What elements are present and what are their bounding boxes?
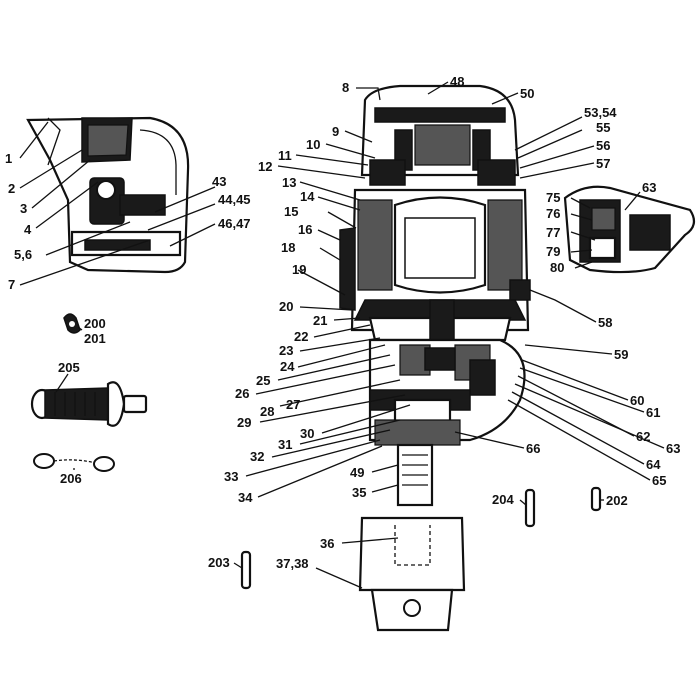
side-handle-205 xyxy=(30,381,148,427)
callout-201: 201 xyxy=(84,331,106,346)
callout-49: 49 xyxy=(350,465,364,480)
callout-29: 29 xyxy=(237,415,251,430)
screw-200-201 xyxy=(63,313,81,334)
pin-204 xyxy=(524,488,536,528)
callout-64: 64 xyxy=(646,457,661,472)
callout-80: 80 xyxy=(550,260,564,275)
callout-7: 7 xyxy=(8,277,15,292)
callout-35: 35 xyxy=(352,485,366,500)
callout-11: 11 xyxy=(278,148,292,163)
leader-lines xyxy=(19,81,665,589)
callout-20: 20 xyxy=(279,299,293,314)
callout-2: 2 xyxy=(8,181,15,196)
callout-22: 22 xyxy=(294,329,308,344)
callout-13: 13 xyxy=(282,175,296,190)
main-assembly xyxy=(339,84,531,632)
callout-34: 34 xyxy=(238,490,253,505)
callout-65: 65 xyxy=(652,473,666,488)
callout-1: 1 xyxy=(5,151,12,166)
callout-205: 205 xyxy=(58,360,80,375)
callout-33: 33 xyxy=(224,469,238,484)
pin-202 xyxy=(590,486,602,512)
callout-48: 48 xyxy=(450,74,464,89)
callout-18: 18 xyxy=(281,240,295,255)
callout-61: 61 xyxy=(646,405,660,420)
callout-206: 206 xyxy=(60,471,82,486)
callout-21: 21 xyxy=(313,313,327,328)
callout-53-54: 53,54 xyxy=(584,105,617,120)
callout-3: 3 xyxy=(20,201,27,216)
callout-24: 24 xyxy=(280,359,295,374)
callout-31: 31 xyxy=(278,437,292,452)
callout-16: 16 xyxy=(298,222,312,237)
callout-77: 77 xyxy=(546,225,560,240)
chain-206 xyxy=(33,453,115,472)
callout-36: 36 xyxy=(320,536,334,551)
callout-labels: 1 2 3 4 5,6 7 43 44,45 46,47 200 201 205… xyxy=(5,74,680,571)
callout-44-45: 44,45 xyxy=(218,192,251,207)
callout-76: 76 xyxy=(546,206,560,221)
callout-25: 25 xyxy=(256,373,270,388)
callout-26: 26 xyxy=(235,386,249,401)
pin-203 xyxy=(240,550,252,590)
callout-200: 200 xyxy=(84,316,106,331)
callout-56: 56 xyxy=(596,138,610,153)
callout-32: 32 xyxy=(250,449,264,464)
callout-46-47: 46,47 xyxy=(218,216,251,231)
callout-4: 4 xyxy=(24,222,32,237)
callout-19: 19 xyxy=(292,262,306,277)
callout-57: 57 xyxy=(596,156,610,171)
callout-27: 27 xyxy=(286,397,300,412)
callout-50: 50 xyxy=(520,86,534,101)
callout-75: 75 xyxy=(546,190,560,205)
callout-10: 10 xyxy=(306,137,320,152)
callout-63: 63 xyxy=(666,441,680,456)
callout-55: 55 xyxy=(596,120,610,135)
callout-202: 202 xyxy=(606,493,628,508)
callout-203: 203 xyxy=(208,555,230,570)
callout-8: 8 xyxy=(342,80,349,95)
callout-5-6: 5,6 xyxy=(14,247,32,262)
callout-12: 12 xyxy=(258,159,272,174)
callout-9: 9 xyxy=(332,124,339,139)
callout-79: 79 xyxy=(546,244,560,259)
callout-14: 14 xyxy=(300,189,315,204)
callout-60: 60 xyxy=(630,393,644,408)
callout-43: 43 xyxy=(212,174,226,189)
callout-62: 62 xyxy=(636,429,650,444)
brush-holder-detail xyxy=(563,185,696,274)
callout-63-detail: 63 xyxy=(642,180,656,195)
callout-23: 23 xyxy=(279,343,293,358)
callout-66: 66 xyxy=(526,441,540,456)
callout-28: 28 xyxy=(260,404,274,419)
callout-30: 30 xyxy=(300,426,314,441)
callout-204: 204 xyxy=(492,492,514,507)
callout-59: 59 xyxy=(614,347,628,362)
gear-case-detail xyxy=(26,116,190,274)
callout-37-38: 37,38 xyxy=(276,556,309,571)
callout-58: 58 xyxy=(598,315,612,330)
callout-15: 15 xyxy=(284,204,298,219)
